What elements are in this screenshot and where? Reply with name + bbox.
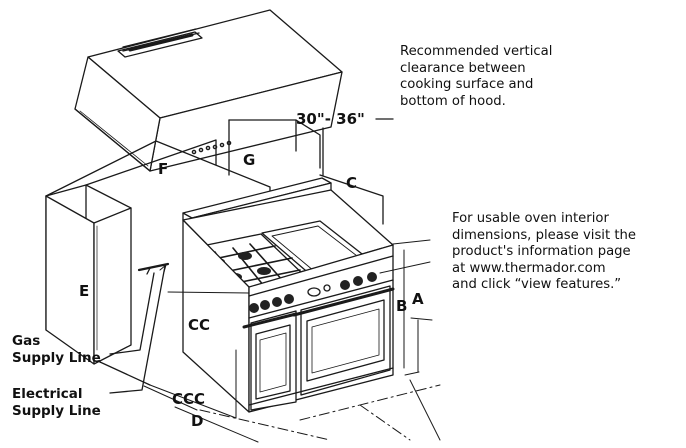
clearance-note-line: bottom of hood. [400,93,506,109]
electrical-label-line: Electrical [12,386,83,402]
clearance-note-line: cooking surface and [400,77,534,92]
dimension-label-ccc: CCC [172,390,206,408]
dimension-label-c: C [346,174,358,192]
supply-lines [109,262,170,394]
gas-supply-line-label: Gas Supply Line [12,333,101,367]
oven-note-line: at www.thermador.com [452,260,606,276]
gas-label-line: Supply Line [12,350,101,366]
oven-note-line: For usable oven interior [452,211,609,226]
dimension-label-b: B [396,297,408,315]
dimension-label-a: A [412,290,424,308]
dimension-label-g: G [243,151,256,169]
electrical-label-line: Supply Line [12,403,101,419]
dimension-label-cc: CC [188,316,211,334]
dimension-lines [143,195,441,443]
electrical-supply-line-label: Electrical Supply Line [12,386,101,420]
clearance-note-line: clearance between [400,60,526,76]
dimension-label-e: E [79,282,90,300]
range-hood [74,9,343,172]
oven-note-line: and click “view features.” [452,277,622,292]
clearance-note: Recommended vertical clearance between c… [400,44,552,110]
oven-note-line: product's information page [452,244,631,259]
oven-note-line: dimensions, please visit the [452,227,636,243]
dimension-label-f: F [158,160,169,178]
dimension-label-d: D [191,412,204,430]
clearance-note-line: Recommended vertical [400,44,553,59]
cabinet-outline [45,119,384,386]
gas-label-line: Gas [12,333,41,349]
oven-dimensions-note: For usable oven interior dimensions, ple… [452,211,636,294]
clearance-value: 30"- 36" [296,110,365,128]
range [182,177,395,413]
